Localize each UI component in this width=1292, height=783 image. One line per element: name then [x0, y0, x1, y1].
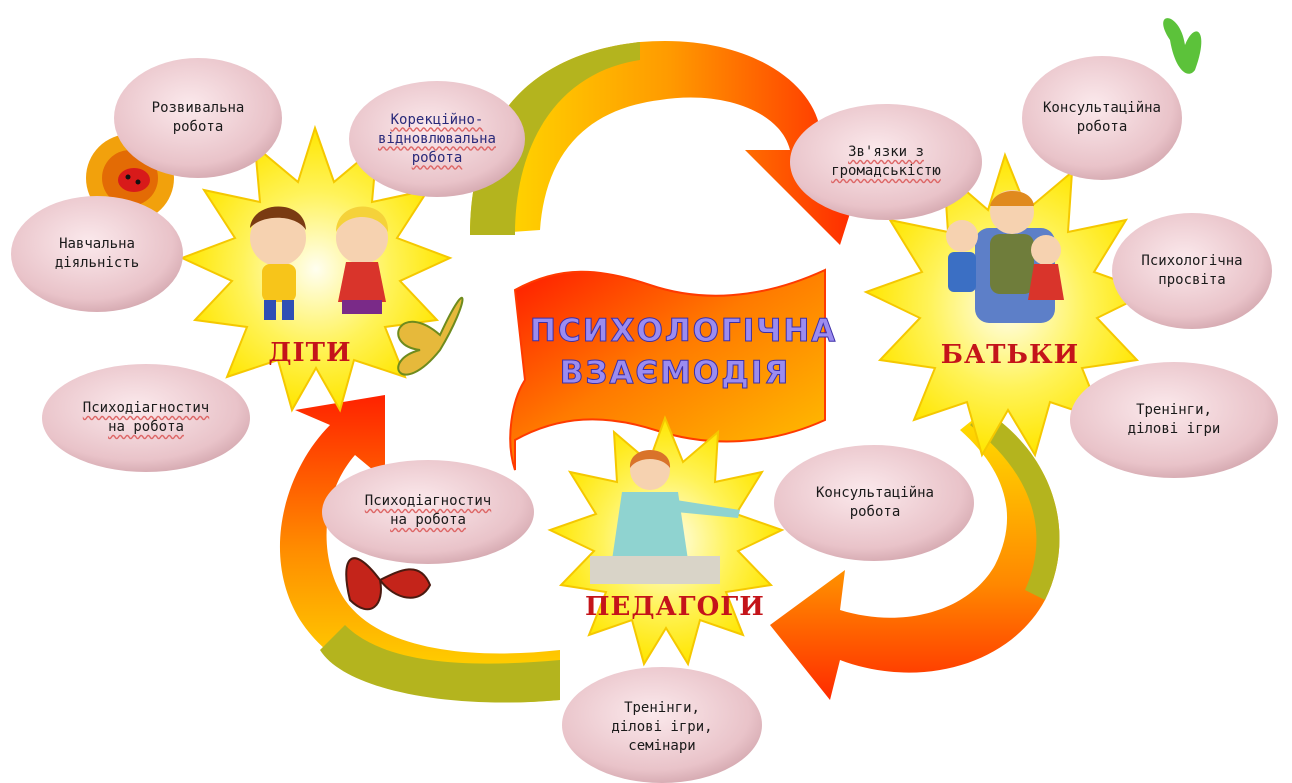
title-line-2: ВЗАЄМОДІЯ — [559, 355, 791, 392]
hub-children-label: ДІТИ — [268, 338, 352, 368]
butterfly-icon — [345, 557, 432, 611]
node-developmental-work: Розвивальна робота — [151, 100, 245, 135]
node-teachers-diagnostic: Психодіагностич на робота — [364, 493, 492, 528]
node-parents-trainings: Тренінги, ділові ігри — [1127, 402, 1221, 437]
node-teachers-consulting: Консультаційна робота — [815, 485, 934, 520]
node-psych-education: Психологічна просвіта — [1141, 253, 1243, 288]
node-community-relations: Зв'язки з громадськістю — [831, 144, 941, 179]
node-children-diagnostic: Психодіагностич на робота — [82, 400, 210, 435]
butterfly-icon — [1163, 18, 1202, 74]
node-teachers-trainings: Тренінги, ділові ігри, семінари — [611, 699, 713, 754]
butterfly-icon — [397, 296, 464, 376]
node-corrective-work: Корекційно- відновлювальна робота — [377, 111, 496, 166]
arrow-left — [279, 395, 560, 703]
bubbles — [11, 56, 1278, 783]
family-illustration — [946, 190, 1064, 323]
hub-parents-label: БАТЬКИ — [940, 340, 1080, 370]
arrow-right — [770, 410, 1060, 700]
node-parents-consulting: Консультаційна робота — [1042, 100, 1161, 135]
children-illustration — [250, 206, 389, 320]
title-line-1: ПСИХОЛОГІЧНА — [530, 313, 838, 350]
hub-teachers-label: ПЕДАГОГИ — [585, 592, 765, 622]
burst-children — [179, 124, 453, 413]
node-educational-activity: Навчальна діяльність — [54, 236, 140, 271]
teacher-illustration — [590, 450, 740, 584]
arrow-top — [470, 40, 870, 245]
center-banner — [509, 268, 826, 471]
